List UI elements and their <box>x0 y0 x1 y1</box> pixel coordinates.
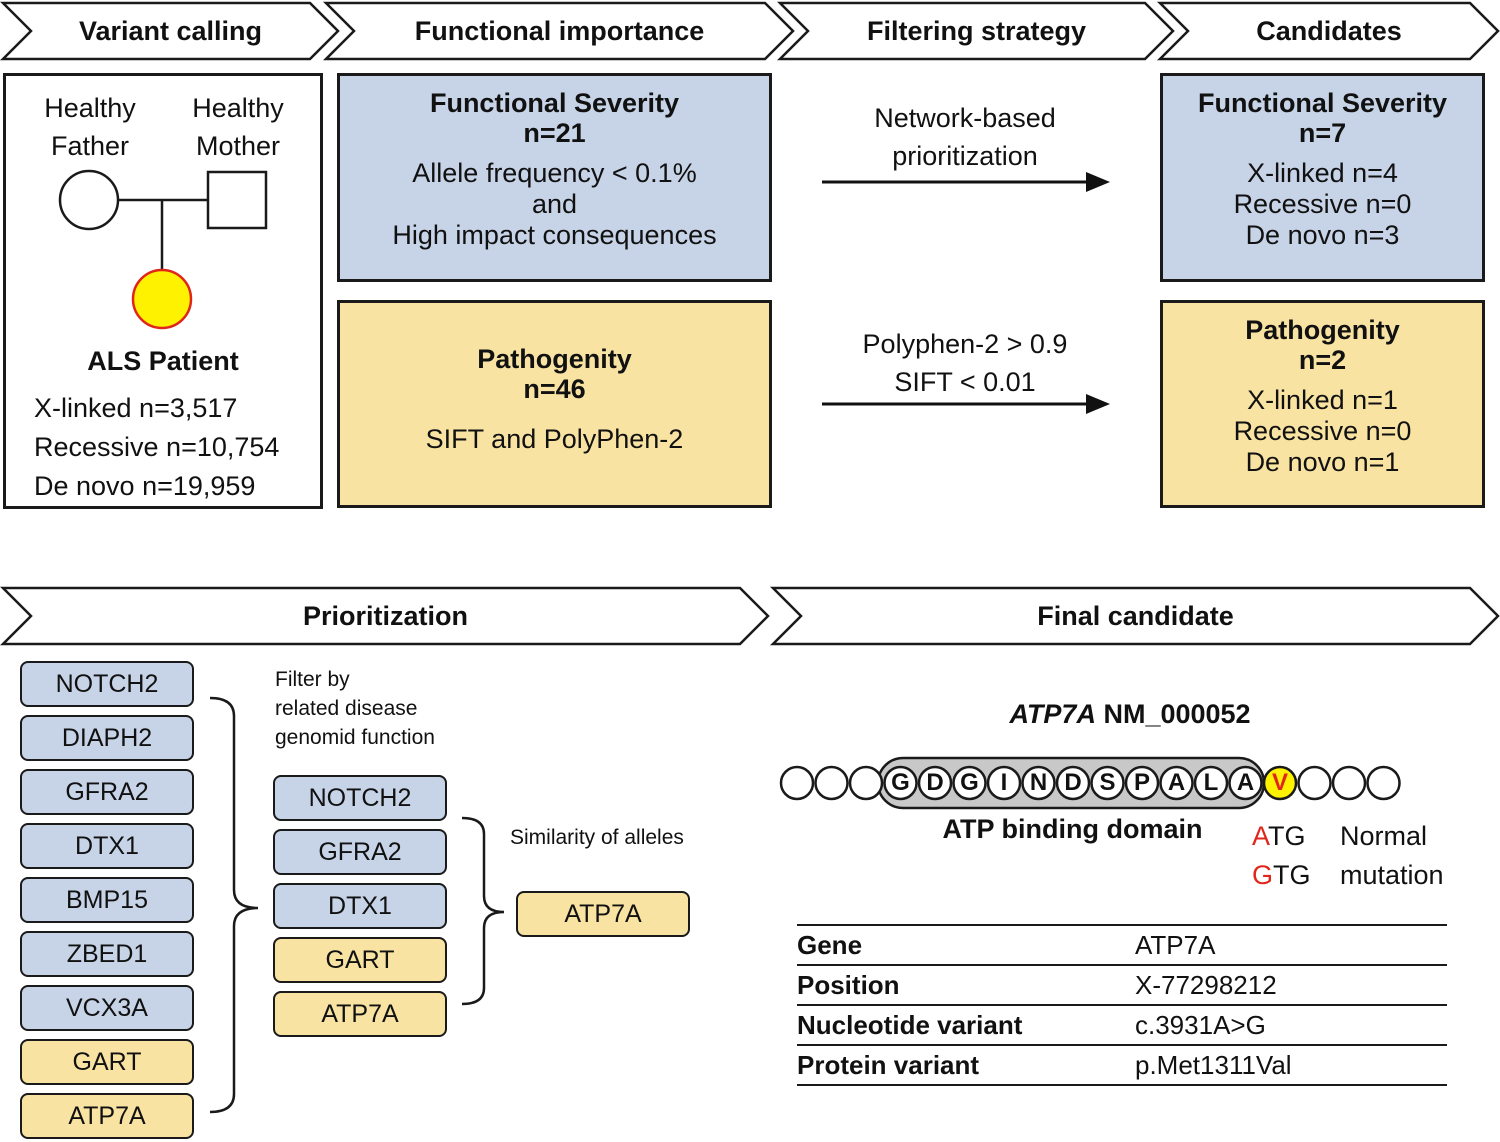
filter-allele-similarity-label: Similarity of alleles <box>510 826 684 849</box>
father-symbol <box>58 169 120 231</box>
variant-calling-panel <box>3 73 323 509</box>
residue-letter: S <box>1099 769 1116 796</box>
candidates-severity-box: Functional Severity n=7 X-linked n=4 Rec… <box>1160 73 1485 282</box>
residue-circle <box>1159 765 1194 801</box>
gene-pill: DIAPH2 <box>20 715 194 761</box>
gene-pill: ATP7A <box>20 1093 194 1139</box>
residue-letter: G <box>891 769 910 796</box>
atp-binding-domain-label: ATP binding domain <box>942 814 1203 844</box>
stage-chevron-candidates <box>1156 1 1500 61</box>
stage-chevron-filtering-strategy <box>776 1 1175 61</box>
gene-pill: DTX1 <box>20 823 194 869</box>
mutant-residue-circle <box>1262 765 1298 801</box>
filter-severity-label: Network-based prioritization <box>874 103 1056 171</box>
final-gene-pill: ATP7A <box>516 891 690 937</box>
gene-pill: VCX3A <box>20 985 194 1031</box>
stage-label-prioritization: Prioritization <box>302 601 468 631</box>
patient-variant-counts: X-linked n=3,517 Recessive n=10,754 De n… <box>34 393 280 501</box>
gene-pill: GART <box>20 1039 194 1085</box>
gene-pill: NOTCH2 <box>273 775 447 821</box>
residue-circle <box>1331 765 1367 801</box>
filter-pathogenity-label: Polyphen-2 > 0.9 SIFT < 0.01 <box>862 329 1068 397</box>
residue-circle <box>1228 765 1263 801</box>
residue-circle <box>1021 765 1056 801</box>
mother-label: Healthy Mother <box>192 93 284 161</box>
functional-severity-box: Functional Severity n=21 Allele frequenc… <box>337 73 772 282</box>
stage-chevron-variant-calling <box>0 1 340 61</box>
residue-circle <box>1297 765 1332 801</box>
pathogenity-box: Pathogenity n=46 SIFT and PolyPhen-2 <box>337 300 772 508</box>
patient-label: ALS Patient <box>87 346 239 376</box>
gene-pill: GFRA2 <box>273 829 447 875</box>
mother-symbol <box>206 170 268 230</box>
residue-circle <box>1124 765 1160 801</box>
residue-letter: A <box>1167 769 1186 796</box>
gene-pill: DTX1 <box>273 883 447 929</box>
residue-letter: P <box>1133 769 1150 796</box>
residue-letter: N <box>1029 769 1048 796</box>
filter-disease-function-label: Filter by related disease genomid functi… <box>275 668 435 749</box>
gene-pill: GFRA2 <box>20 769 194 815</box>
patient-symbol <box>131 268 193 330</box>
stage-label-functional-importance: Functional importance <box>414 16 705 46</box>
residue-letter: L <box>1203 769 1219 796</box>
residue-letter: D <box>926 769 944 796</box>
residue-letter: D <box>1064 769 1082 796</box>
gene-pill: ATP7A <box>273 991 447 1037</box>
gene-pill: BMP15 <box>20 877 194 923</box>
residue-circle <box>814 765 849 801</box>
residue-circle <box>1090 765 1125 801</box>
stage-label-candidates: Candidates <box>1256 16 1402 46</box>
residue-circle <box>883 765 918 801</box>
residue-letter: G <box>960 769 979 796</box>
residue-circle <box>779 765 815 801</box>
stage-label-final-candidate: Final candidate <box>1037 601 1234 631</box>
residue-circle <box>952 765 987 801</box>
residue-circle <box>1055 765 1091 801</box>
stage-chevron-functional-importance <box>322 1 795 61</box>
stage-label-variant-calling: Variant calling <box>78 16 263 46</box>
gene-pill: ZBED1 <box>20 931 194 977</box>
residue-circle <box>848 765 884 801</box>
candidates-pathogenity-box: Pathogenity n=2 X-linked n=1 Recessive n… <box>1160 300 1485 508</box>
father-label: Healthy Father <box>44 93 136 161</box>
residue-letter: I <box>1000 769 1008 796</box>
residue-circle <box>986 765 1022 801</box>
residue-letter: A <box>1236 769 1255 796</box>
residue-circle <box>1366 765 1401 801</box>
stage-chevron-final-candidate <box>769 586 1500 646</box>
residue-circle <box>917 765 953 801</box>
stage-chevron-prioritization <box>0 586 770 646</box>
gene-pill: GART <box>273 937 447 983</box>
stage-label-filtering-strategy: Filtering strategy <box>866 16 1087 46</box>
residue-circle <box>1193 765 1229 801</box>
final-gene-title: ATP7A NM_000052 <box>1009 699 1251 729</box>
mutant-residue-letter: V <box>1271 769 1288 796</box>
gene-pill: NOTCH2 <box>20 661 194 707</box>
